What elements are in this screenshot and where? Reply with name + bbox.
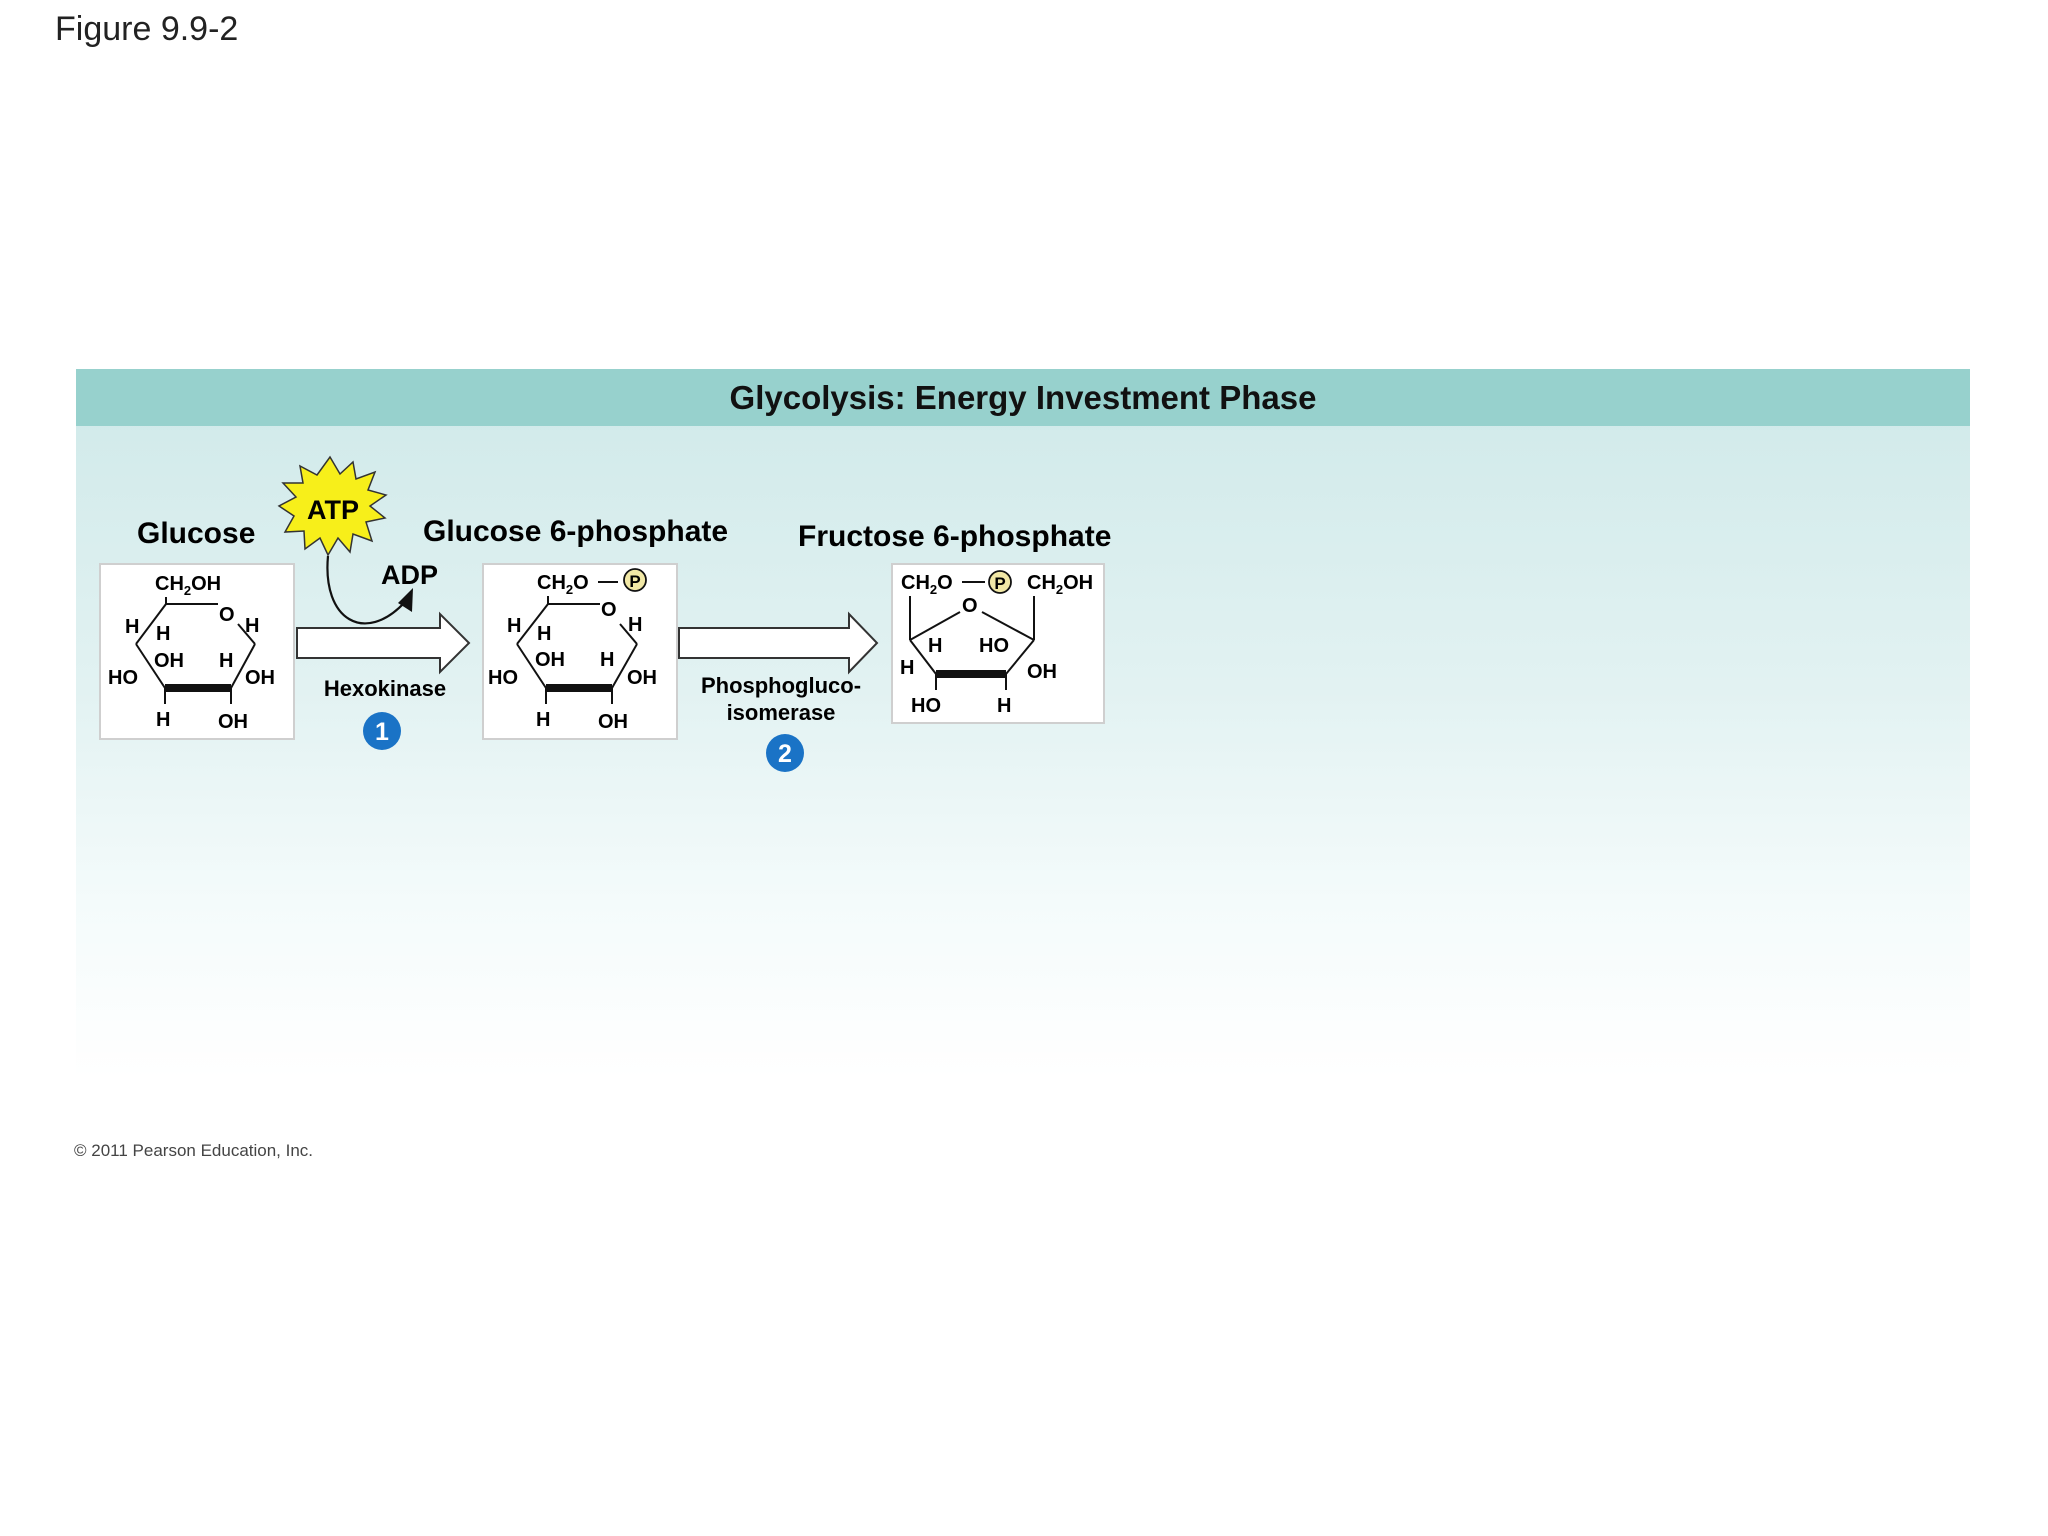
- glucose-structure: CH2OH O H H H OH H HO OH H OH: [99, 563, 295, 740]
- g6p-h-left-inner: H: [537, 623, 551, 645]
- step-2-badge: 2: [766, 734, 804, 772]
- g6p-oh-inner: OH: [535, 649, 565, 671]
- f6p-phosphate-circle: [988, 570, 1012, 594]
- atp-adp-arrowhead: [398, 588, 413, 612]
- glucose-ring-o: O: [219, 604, 235, 626]
- g6p-h-left-outer: H: [507, 615, 521, 637]
- glucose-oh-inner: OH: [154, 650, 184, 672]
- glucose-oh-right: OH: [245, 667, 275, 689]
- glucose-h-left-inner: H: [156, 623, 170, 645]
- glucose-oh-bottom: OH: [218, 711, 248, 733]
- f6p-bond-c5-o: [909, 611, 961, 641]
- g6p-phosphate-label: P: [629, 572, 640, 591]
- g6p-h-inner-right: H: [600, 649, 614, 671]
- copyright: © 2011 Pearson Education, Inc.: [74, 1141, 314, 1160]
- f6p-structure: CH2O P CH2OH O H HO H OH HO H: [891, 563, 1105, 724]
- enzyme-phosphoglucoisomerase-line1: Phosphogluco-: [701, 673, 861, 698]
- glucose-bond-c4-c3: [135, 643, 166, 689]
- g6p-ch2o: CH2O: [537, 572, 589, 597]
- f6p-name: Fructose 6-phosphate: [798, 520, 1111, 553]
- glucose-ch2oh: CH2OH: [155, 573, 221, 598]
- g6p-bond-c4-c3: [516, 643, 547, 689]
- g6p-h-right: H: [628, 614, 642, 636]
- glucose-bond-o-c1: [237, 623, 256, 645]
- glucose-h-left-outer: H: [125, 616, 139, 638]
- atp-label: ATP: [307, 495, 359, 525]
- f6p-h-left: H: [900, 657, 914, 679]
- atp-burst-shape: [277, 455, 388, 557]
- glucose-h-right: H: [245, 615, 259, 637]
- g6p-structure: CH2O P O H H H OH H HO OH H OH: [482, 563, 678, 740]
- glucose-bond-c1-c2: [230, 643, 256, 689]
- f6p-ring-o: O: [962, 595, 978, 617]
- g6p-phosphate-circle: [623, 568, 647, 592]
- f6p-ch2o: CH2O: [901, 572, 953, 597]
- atp-adp-curve: [326, 555, 406, 625]
- f6p-ho-inner: HO: [979, 635, 1009, 657]
- glucose-name: Glucose: [137, 517, 255, 550]
- f6p-h-bottom: H: [997, 695, 1011, 717]
- atp-starburst: ATP: [277, 455, 388, 557]
- f6p-h-left-inner: H: [928, 635, 942, 657]
- glucose-bond-c5-c4: [135, 603, 167, 645]
- step-1-number: 1: [375, 718, 389, 746]
- f6p-phosphate-label: P: [994, 574, 1005, 593]
- g6p-bond-c5-c4: [516, 603, 549, 645]
- g6p-h-bottom: H: [536, 709, 550, 731]
- g6p-name: Glucose 6-phosphate: [423, 515, 728, 548]
- g6p-oh-right: OH: [627, 667, 657, 689]
- step-2-number: 2: [778, 740, 792, 768]
- enzyme-hexokinase: Hexokinase: [324, 676, 446, 701]
- enzyme-phosphoglucoisomerase-line2: isomerase: [727, 700, 836, 725]
- f6p-bond-c2-c3: [1005, 639, 1035, 675]
- panel-title: Glycolysis: Energy Investment Phase: [76, 369, 1970, 426]
- f6p-oh-right: OH: [1027, 661, 1057, 683]
- f6p-bond-c5-c4: [909, 639, 937, 675]
- glucose-ho-left: HO: [108, 667, 138, 689]
- g6p-bond-c1-c2: [611, 643, 638, 689]
- step-2-arrow: [678, 611, 879, 675]
- step-1-circle: [363, 712, 401, 750]
- figure-label: Figure 9.9-2: [55, 10, 239, 48]
- f6p-bond-o-c2: [981, 611, 1035, 641]
- f6p-ho-bottom: HO: [911, 695, 941, 717]
- adp-label: ADP: [381, 560, 438, 590]
- g6p-box: [482, 563, 678, 740]
- g6p-ring-o: O: [601, 599, 617, 621]
- g6p-bond-o-c1: [619, 623, 638, 645]
- step-1-badge: 1: [363, 712, 401, 750]
- glucose-box: [99, 563, 295, 740]
- g6p-oh-bottom: OH: [598, 711, 628, 733]
- glucose-h-bottom: H: [156, 709, 170, 731]
- step-2-circle: [766, 734, 804, 772]
- g6p-ho-left: HO: [488, 667, 518, 689]
- f6p-ch2oh: CH2OH: [1027, 572, 1093, 597]
- step-1-arrow: [296, 611, 471, 675]
- glucose-h-inner-right: H: [219, 650, 233, 672]
